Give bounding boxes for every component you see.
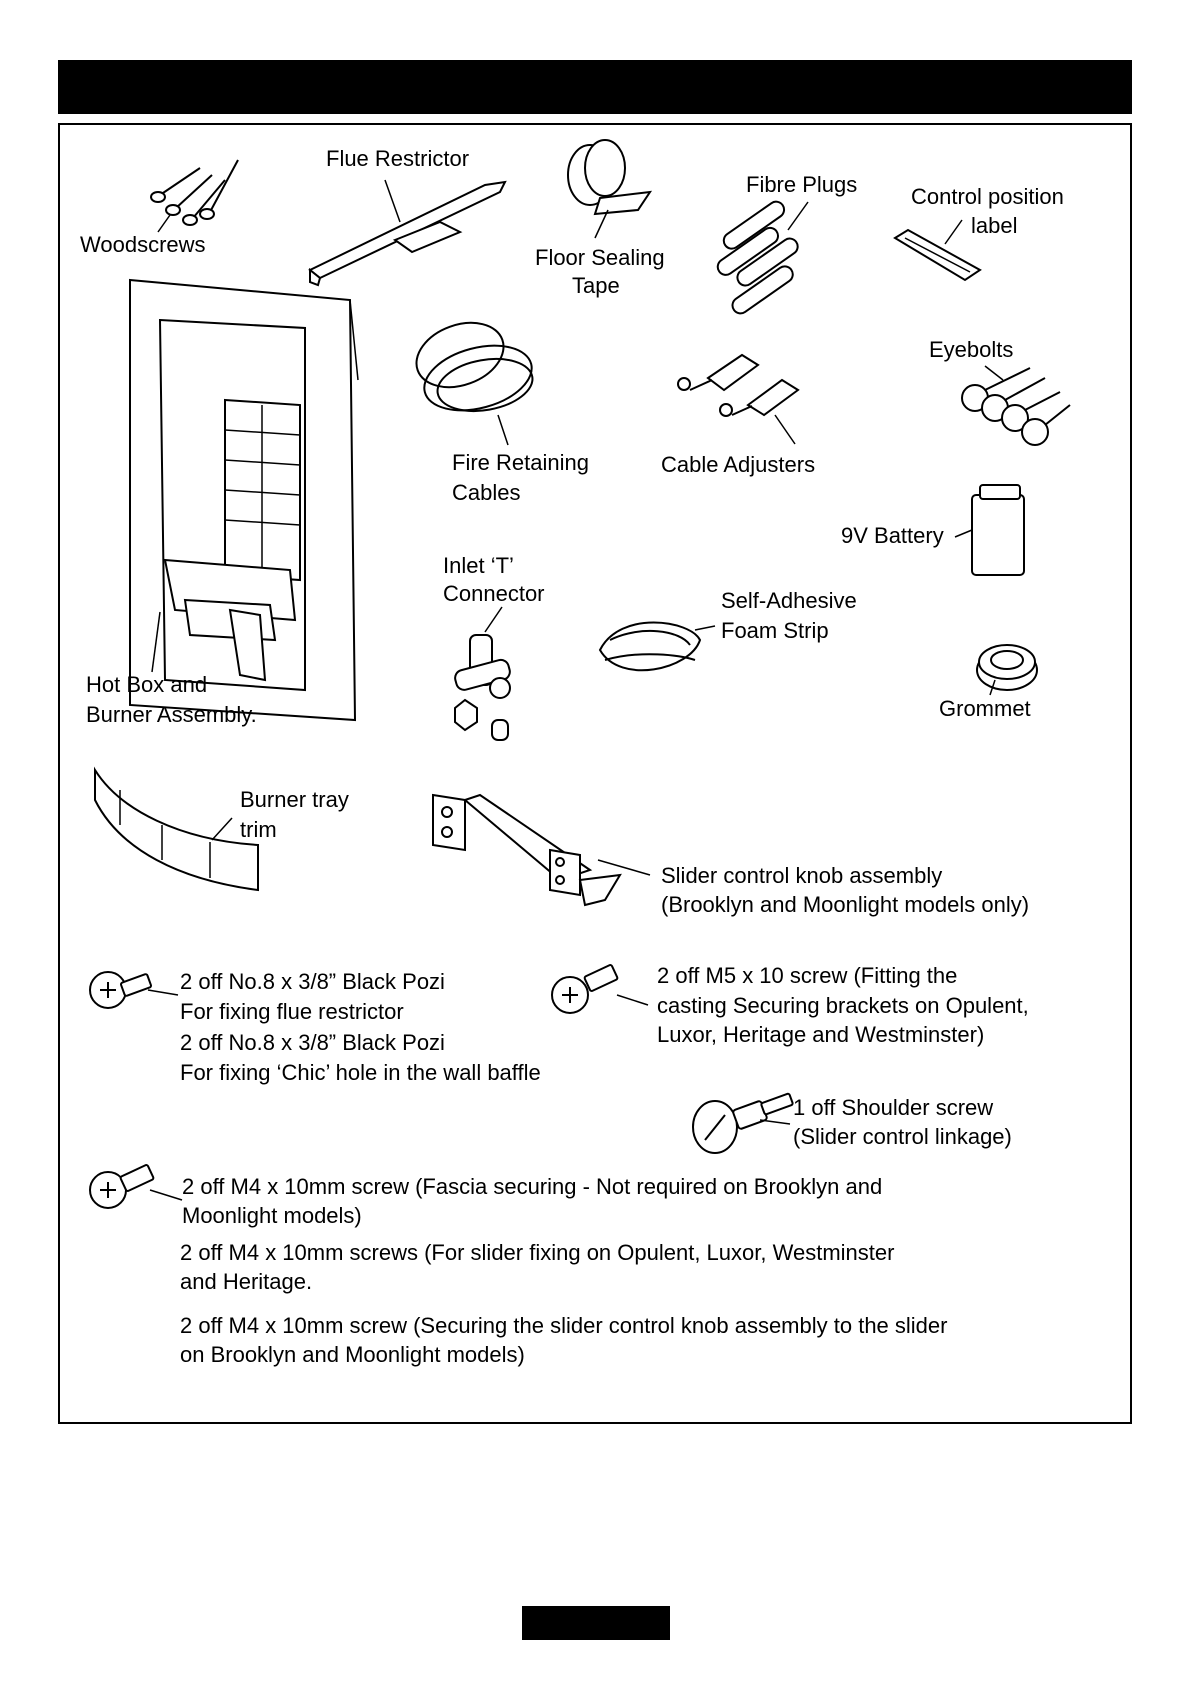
floor-sealing-label-1: Floor Sealing <box>535 245 665 270</box>
burner-tray-label-2: trim <box>240 817 277 842</box>
pozi-note-1b: For fixing flue restrictor <box>180 999 404 1024</box>
hot-box-label-1: Hot Box and <box>86 672 208 697</box>
pozi-screw-icon <box>89 971 179 1009</box>
cable-coil-icon <box>415 321 534 446</box>
tape-roll-icon <box>567 139 653 239</box>
m4-note-b2: and Heritage. <box>180 1269 313 1294</box>
eyebolt-icon <box>961 365 1071 446</box>
foam-strip-label-1: Self-Adhesive <box>721 588 857 613</box>
fibre-plug-icon <box>716 200 809 315</box>
m5-note-1: 2 off M5 x 10 screw (Fitting the <box>657 963 958 988</box>
parts-frame <box>58 123 1132 1424</box>
battery-icon <box>954 484 1025 576</box>
hot-box-icon <box>129 278 359 722</box>
foam-strip-label-2: Foam Strip <box>721 618 829 643</box>
header-bar <box>58 60 1132 114</box>
footer-bar <box>522 1606 670 1640</box>
inlet-t-label-1: Inlet ‘T’ <box>443 553 514 578</box>
cable-adjuster-icon <box>677 353 800 445</box>
inlet-connector-icon <box>454 606 511 741</box>
control-label-icon <box>893 219 982 282</box>
hot-box-label-2: Burner Assembly. <box>86 702 257 727</box>
m4-note-a2: Moonlight models) <box>182 1203 362 1228</box>
battery-label: 9V Battery <box>841 523 944 548</box>
floor-sealing-label-2: Tape <box>572 273 620 298</box>
shoulder-note-1: 1 off Shoulder screw <box>793 1095 994 1120</box>
m5-note-2: casting Securing brackets on Opulent, <box>657 993 1029 1018</box>
control-position-label-1: Control position <box>911 184 1064 209</box>
pozi-note-2b: For fixing ‘Chic’ hole in the wall baffl… <box>180 1060 541 1085</box>
shoulder-screw-icon <box>692 1092 794 1154</box>
pozi-note-1a: 2 off No.8 x 3/8” Black Pozi <box>180 969 445 994</box>
grommet-label: Grommet <box>939 696 1031 721</box>
woodscrews-label: Woodscrews <box>80 232 206 257</box>
pozi-note-2a: 2 off No.8 x 3/8” Black Pozi <box>180 1030 445 1055</box>
woodscrew-icon <box>150 159 239 233</box>
m5-note-3: Luxor, Heritage and Westminster) <box>657 1022 985 1047</box>
m4-note-c2: on Brooklyn and Moonlight models) <box>180 1342 525 1367</box>
cable-adjusters-label: Cable Adjusters <box>661 452 816 477</box>
m4-screw-icon <box>89 1164 183 1209</box>
fibre-plugs-label: Fibre Plugs <box>746 172 858 197</box>
inlet-t-label-2: Connector <box>443 581 545 606</box>
fire-retaining-label-2: Cables <box>452 480 521 505</box>
flue-restrictor-icon <box>308 179 507 287</box>
m4-note-c1: 2 off M4 x 10mm screw (Securing the slid… <box>180 1313 948 1338</box>
shoulder-note-2: (Slider control linkage) <box>793 1124 1012 1149</box>
eyebolts-label: Eyebolts <box>929 337 1014 362</box>
slider-knob-icon <box>432 793 651 907</box>
foam-strip-icon <box>598 621 716 672</box>
burner-trim-icon <box>94 766 259 892</box>
slider-knob-label-2: (Brooklyn and Moonlight models only) <box>661 892 1030 917</box>
grommet-icon <box>976 644 1038 696</box>
m4-note-b1: 2 off M4 x 10mm screws (For slider fixin… <box>180 1240 895 1265</box>
fire-retaining-label-1: Fire Retaining <box>452 450 589 475</box>
m4-note-a1: 2 off M4 x 10mm screw (Fascia securing -… <box>182 1174 883 1199</box>
m5-screw-icon <box>551 964 649 1014</box>
flue-restrictor-label: Flue Restrictor <box>326 146 470 171</box>
control-position-label-2: label <box>971 213 1018 238</box>
burner-tray-label-1: Burner tray <box>240 787 349 812</box>
slider-knob-label-1: Slider control knob assembly <box>661 863 943 888</box>
